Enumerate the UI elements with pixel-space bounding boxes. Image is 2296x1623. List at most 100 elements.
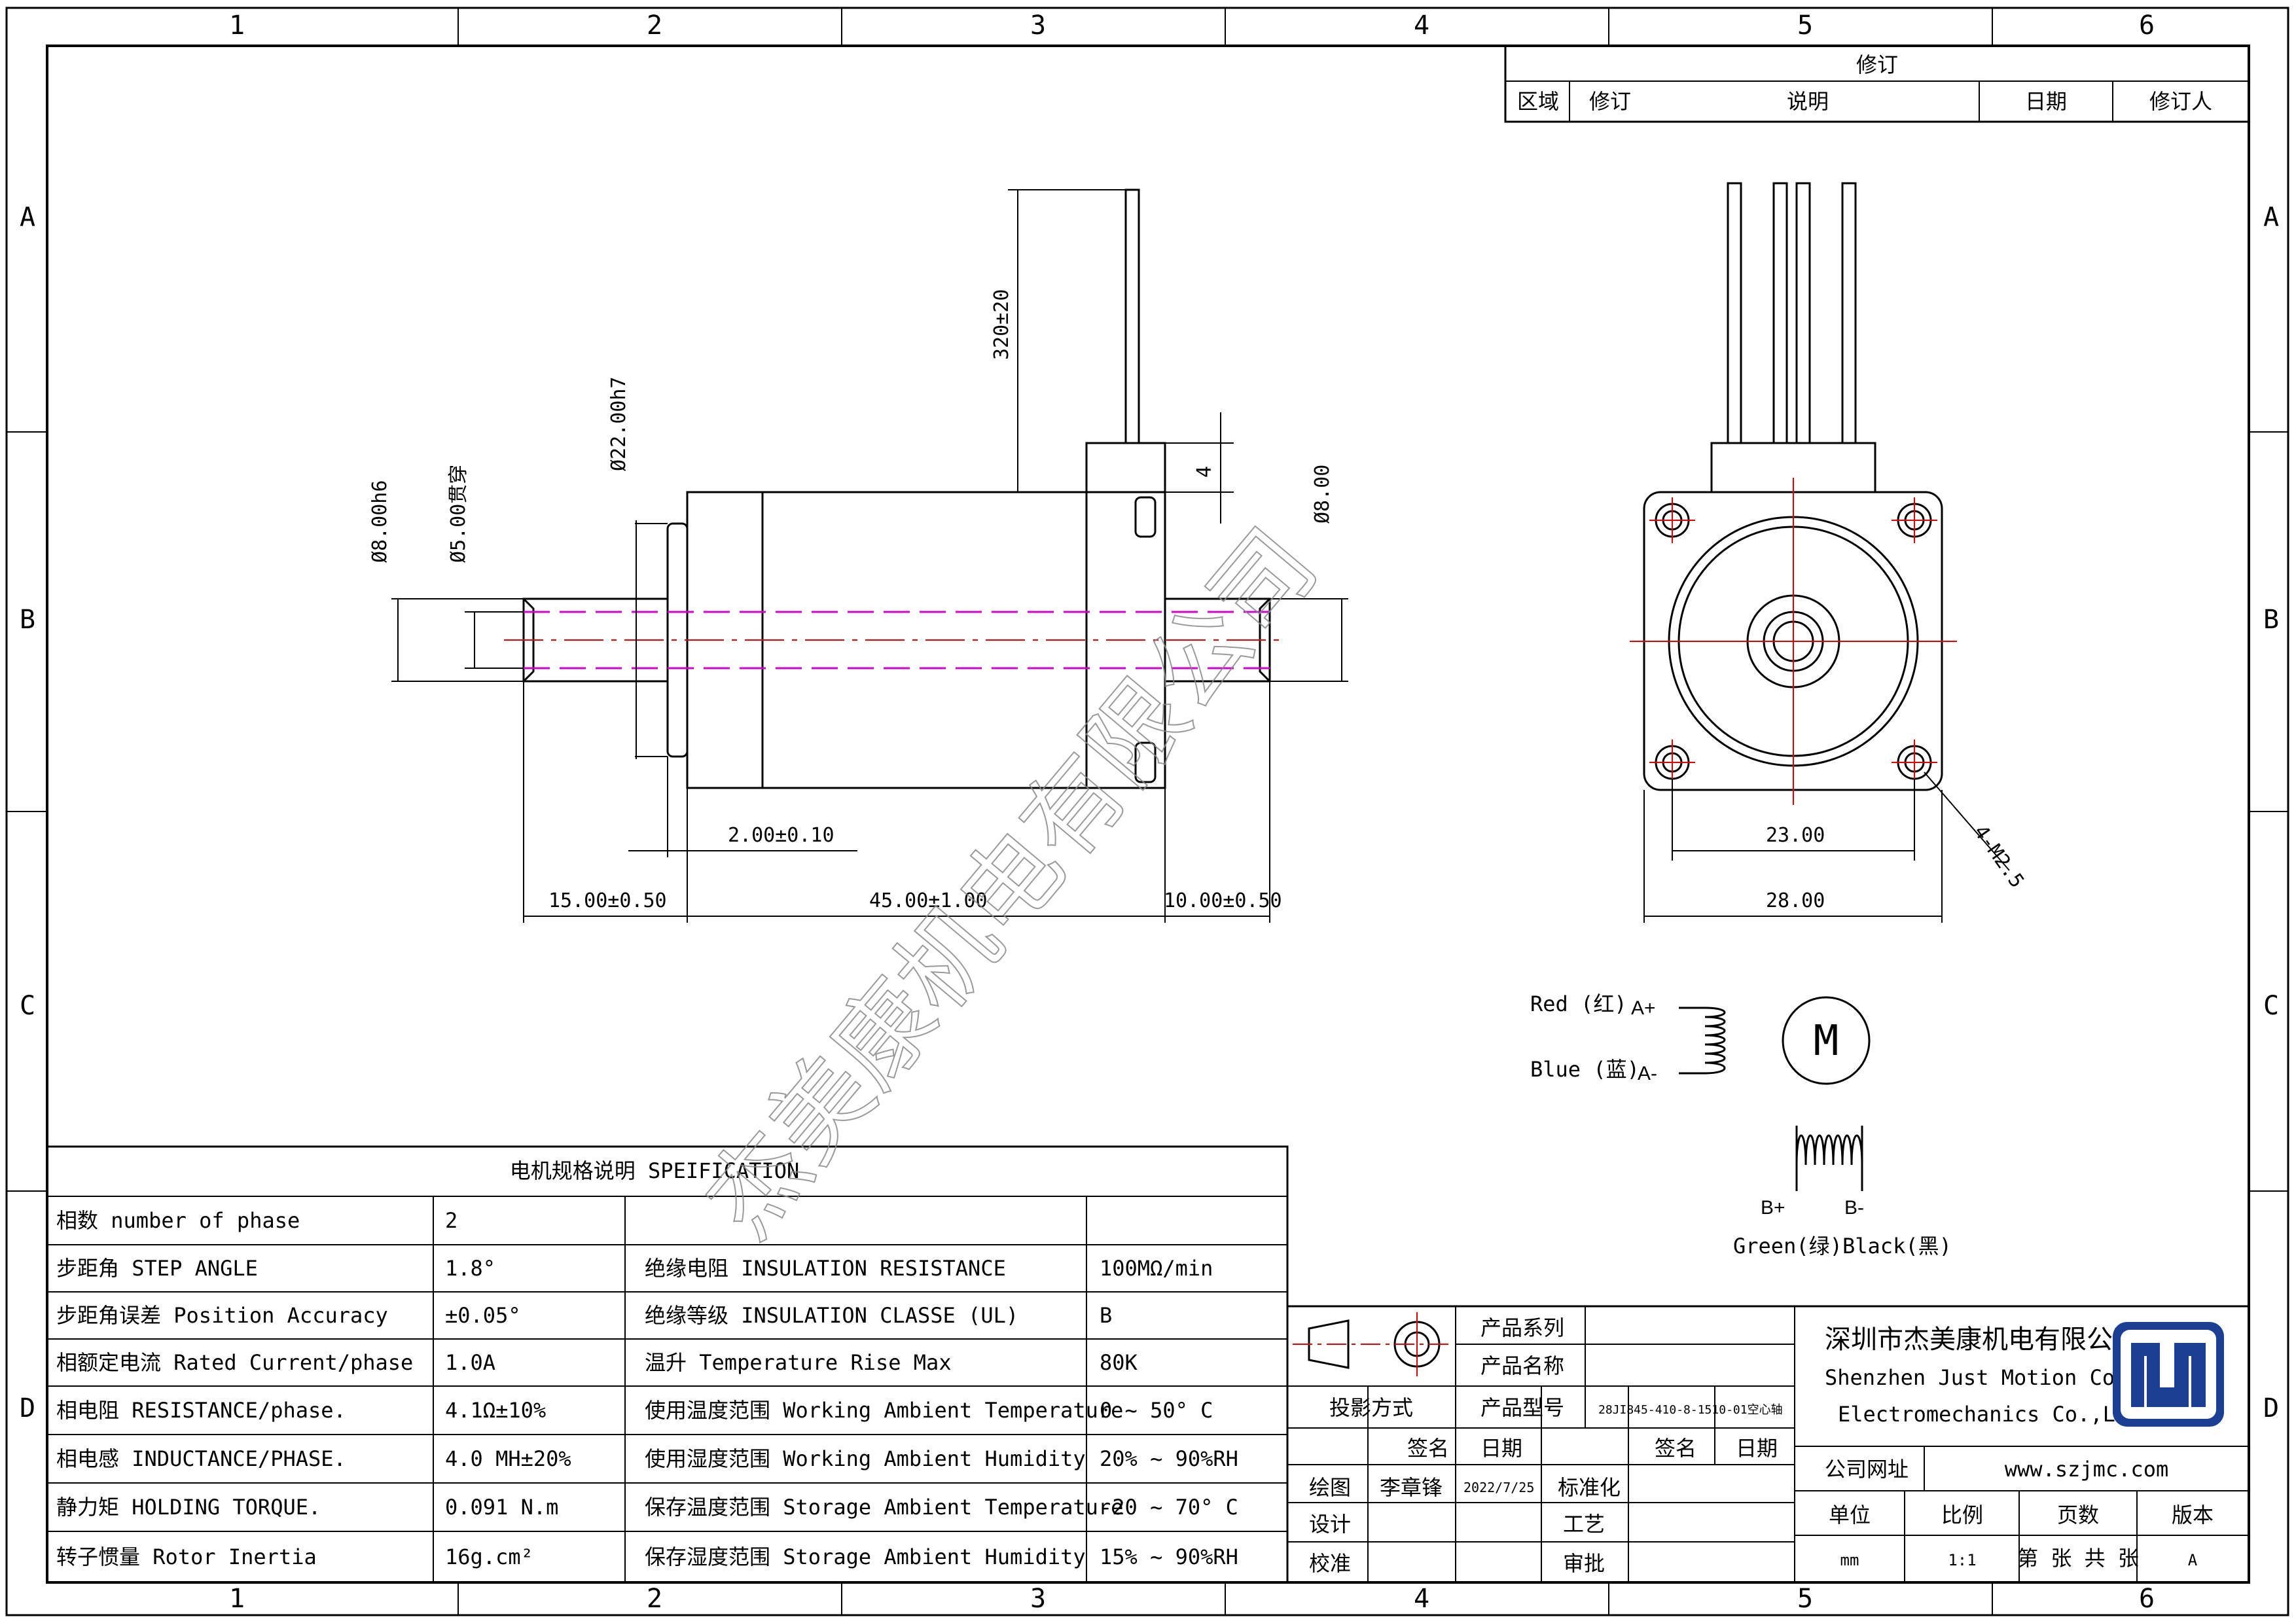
revision-header: 说明	[1787, 89, 1829, 114]
spec-label-2-cell: 保存温度范围 Storage Ambient Temperature	[645, 1495, 1123, 1520]
website: www.szjmc.com	[2005, 1457, 2168, 1482]
dim-flange-dia: Ø22.00h7	[607, 377, 630, 472]
spec-label-cell: 静力矩 HOLDING TORQUE.	[56, 1495, 321, 1520]
spec-label-2-cell: 保存湿度范围 Storage Ambient Humidity	[645, 1544, 1086, 1569]
row-label: D	[20, 1393, 35, 1423]
dim-right-shaft: Ø8.00	[1311, 465, 1334, 524]
unit-value: mm	[1840, 1551, 1859, 1569]
flange	[666, 522, 689, 758]
scale-value: 1:1	[1948, 1551, 1976, 1569]
spec-label-cell: 相电阻 RESISTANCE/phase.	[56, 1398, 346, 1423]
spec-value-cell: 4.0 MH±20%	[445, 1446, 571, 1471]
motor-symbol	[1782, 996, 1871, 1085]
front-dim-labels: 23.00 28.00 4-M2.5	[1766, 821, 2028, 912]
col-label: 1	[229, 1584, 245, 1614]
row-label: B	[20, 605, 35, 635]
col-label: 5	[1797, 1584, 1813, 1614]
spec-value-2-cell: -20 ~ 70° C	[1100, 1495, 1238, 1520]
model-label: 产品型号	[1480, 1395, 1564, 1420]
cable	[1124, 188, 1140, 444]
revision-header: 区域	[1517, 89, 1559, 114]
drawn-label: 绘图	[1309, 1475, 1351, 1500]
b-plus-label: B+	[1761, 1197, 1785, 1219]
col-label: 5	[1797, 10, 1813, 41]
row-label: A	[20, 202, 35, 232]
row-label: C	[20, 991, 35, 1021]
row-label: B	[2263, 605, 2279, 635]
zone-ticks	[7, 8, 2288, 1615]
front-centerlines	[1630, 478, 1957, 805]
row-label: A	[2263, 202, 2279, 232]
col-label: 4	[1414, 10, 1429, 41]
spec-label-2-cell: 绝缘电阻 INSULATION RESISTANCE	[645, 1256, 1006, 1281]
wire-black-label: Black(黑)	[1842, 1234, 1952, 1258]
version-label: 版本	[2172, 1503, 2214, 1527]
row-label: D	[2263, 1393, 2279, 1423]
sign-header: 签名	[1655, 1436, 1696, 1461]
front-dimensions	[1643, 772, 2010, 923]
drawer-name: 李章锋	[1380, 1475, 1443, 1500]
dim-right-ext: 10.00±0.50	[1164, 889, 1282, 912]
side-dimensions	[391, 189, 1348, 923]
spec-value-cell: 16g.cm²	[445, 1544, 533, 1569]
revision-header: 日期	[2025, 89, 2067, 114]
spec-label-cell: 相数 number of phase	[56, 1208, 300, 1233]
design-label: 设计	[1309, 1512, 1351, 1537]
col-label: 3	[1030, 1584, 1046, 1614]
dim-connector: 4	[1193, 466, 1216, 478]
motor-symbol-label: M	[1814, 1017, 1839, 1065]
spec-value-cell: ±0.05°	[445, 1303, 521, 1328]
spec-value-cell: 4.1Ω±10%	[445, 1398, 546, 1423]
wire-blue-label: Blue (蓝)	[1530, 1057, 1640, 1082]
spec-label-2-cell: 使用温度范围 Working Ambient Temperature	[645, 1398, 1123, 1423]
spec-value-cell: 2	[445, 1208, 457, 1233]
spec-label-2-cell: 绝缘等级 INSULATION CLASSE (UL)	[645, 1303, 1018, 1328]
dim-flange-thickness: 2.00±0.10	[728, 824, 834, 847]
coil-b	[1795, 1126, 1863, 1191]
date-header: 日期	[1736, 1436, 1778, 1461]
wiring-diagram: Red (红) Blue (蓝) A+ A- B+ B- Green(绿) Bl…	[1530, 991, 1952, 1258]
spec-value-cell: 0.091 N.m	[445, 1495, 558, 1520]
zone-labels: 1 2 3 4 5 6 1 2 3 4 5 6 A B C D A B C D	[20, 10, 2279, 1614]
projection-symbol-icon	[1293, 1312, 1450, 1376]
date-header: 日期	[1480, 1436, 1522, 1461]
series-label: 产品系列	[1480, 1315, 1564, 1340]
b-minus-label: B-	[1844, 1197, 1864, 1219]
spec-value-cell: 1.8°	[445, 1256, 495, 1281]
spec-label-cell: 步距角 STEP ANGLE	[56, 1256, 258, 1281]
bore-lines	[504, 611, 1283, 669]
dim-cable-length: 320±20	[990, 289, 1013, 360]
model-value: 28JI845-410-8-1510-01空心轴	[1598, 1403, 1783, 1417]
unit-label: 单位	[1829, 1503, 1871, 1527]
website-label: 公司网址	[1825, 1457, 1909, 1482]
row-label: C	[2263, 991, 2279, 1021]
approve-label: 审批	[1563, 1551, 1605, 1576]
drawn-date: 2022/7/25	[1463, 1480, 1534, 1495]
spec-label-cell: 相额定电流 Rated Current/phase	[56, 1350, 413, 1375]
sign-header: 签名	[1407, 1436, 1449, 1461]
scale-label: 比例	[1941, 1503, 1983, 1527]
name-label: 产品名称	[1480, 1353, 1564, 1378]
dim-left-ext: 15.00±0.50	[548, 889, 667, 912]
side-dim-labels: 320±20 Ø22.00h7 Ø8.00h6 Ø5.00贯穿 Ø8.00 4 …	[368, 289, 1334, 912]
spec-label-2-cell: 使用湿度范围 Working Ambient Humidity	[645, 1446, 1086, 1471]
connector	[1085, 442, 1166, 493]
right-shaft	[1164, 597, 1271, 683]
revision-header: 修订	[1589, 89, 1631, 114]
title-block: 投影方式 产品系列 产品名称 产品型号 28JI845-410-8-1510-0…	[1286, 1305, 2250, 1584]
col-label: 2	[647, 1584, 662, 1614]
spec-label-cell: 步距角误差 Position Accuracy	[56, 1303, 388, 1328]
dim-hole-pitch: 23.00	[1766, 824, 1825, 847]
revision-block: 修订 区域 修订 说明 日期 修订人	[1504, 45, 2250, 123]
col-label: 4	[1414, 1584, 1429, 1614]
version-value: A	[2188, 1551, 2198, 1569]
spec-label-cell: 转子惯量 Rotor Inertia	[56, 1544, 317, 1569]
spec-label-cell: 相电感 INDUCTANCE/PHASE.	[56, 1446, 346, 1471]
spec-value-2-cell: 15% ~ 90%RH	[1100, 1544, 1238, 1569]
revision-title: 修订	[1856, 52, 1898, 77]
projection-label: 投影方式	[1329, 1395, 1413, 1420]
spec-value-cell: 1.0A	[445, 1350, 495, 1375]
spec-value-2-cell: B	[1100, 1303, 1112, 1328]
dim-body-length: 45.00±1.00	[869, 889, 988, 912]
